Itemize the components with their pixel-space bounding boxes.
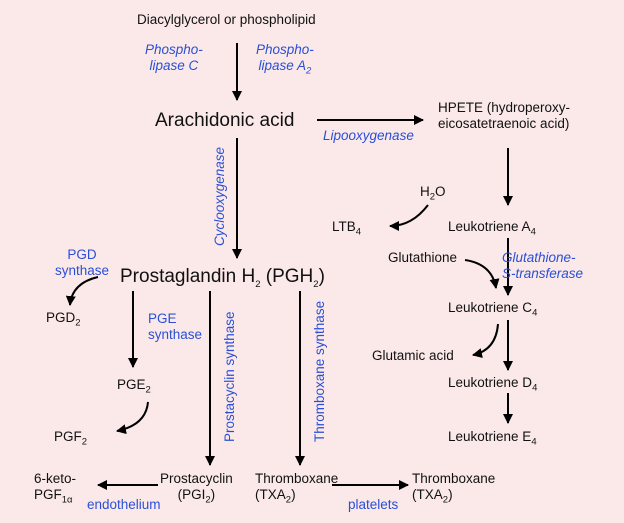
arachidonic-acid-label: Arachidonic acid [155,110,295,131]
ltc4-label: Leukotriene C4 [448,300,538,319]
enzyme-glutathione-s-transferase: Glutathione-S-transferase [502,250,584,281]
arrow-glutathione-join [464,259,500,289]
pgh2-label: Prostaglandin H2 (PGH2) [120,266,325,290]
hpete-label: HPETE (hydroperoxy-eicosatetraenoic acid… [438,100,571,131]
arrow-pgh2-to-pgd2 [65,276,99,306]
enzyme-lipooxygenase: Lipooxygenase [323,128,414,143]
glutathione-label: Glutathione [388,250,458,265]
prostacyclin-label: Prostacyclin(PGI2) [160,471,233,506]
lta4-label: Leukotriene A4 [448,219,536,238]
arrow-ltc4-to-glutamic [472,323,499,358]
arrow-lta4-to-ltb4 [389,204,429,231]
glutamic-acid-label: Glutamic acid [372,348,454,363]
enzyme-cyclooxygenase: Cyclooxygenase [212,146,227,246]
ltd4-label: Leukotriene D4 [448,375,538,394]
enzyme-prostacyclin-synthase: Prostacyclin synthase [222,311,237,442]
precursor-label: Diacylglycerol or phospholipid [137,12,316,27]
enzyme-phospholipase-c: Phospho-lipase C [145,42,203,73]
enzyme-endothelium: endothelium [87,497,161,512]
enzyme-phospholipase-a2: Phospho-lipase A2 [256,42,314,77]
pgf2-label: PGF2 [54,429,88,448]
thromboxane-a-label: Thromboxane(TXA2) [255,471,339,506]
thromboxane-b-label: Thromboxane(TXA2) [412,471,496,506]
arrow-pge2-to-pgf2 [116,401,149,435]
water-label: H2O [420,184,446,203]
keto-pgf1a-label: 6-keto-PGF1α [34,471,77,506]
enzyme-platelets: platelets [348,497,399,512]
lte4-label: Leukotriene E4 [448,429,537,448]
enzyme-thromboxane-synthase: Thromboxane synthase [312,300,327,442]
pgd2-label: PGD2 [46,310,81,329]
ltb4-label: LTB4 [332,219,362,238]
pge2-label: PGE2 [117,377,151,396]
